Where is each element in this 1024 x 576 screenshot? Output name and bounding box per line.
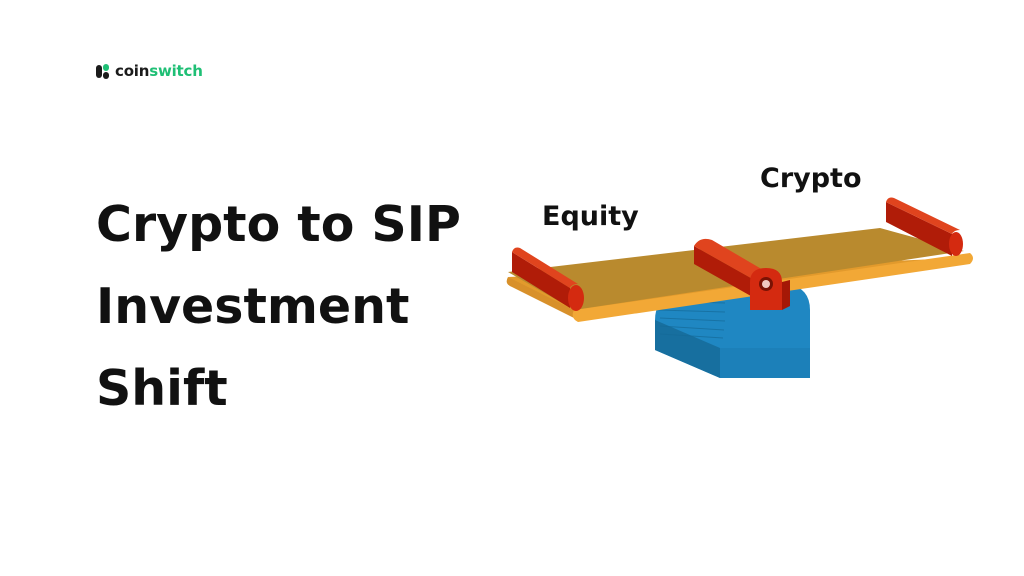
coinswitch-logo-icon	[96, 64, 109, 79]
brand-name: coinswitch	[115, 64, 203, 79]
seesaw-left-handle	[512, 247, 584, 311]
title-line-2: Investment	[96, 278, 410, 335]
seesaw-illustration	[500, 160, 980, 400]
title-line-3: Shift	[96, 360, 228, 417]
brand-name-part1: coin	[115, 62, 150, 80]
seesaw-center-handle	[694, 238, 770, 300]
page-title: Crypto to SIP Investment Shift	[96, 184, 516, 430]
equity-label: Equity	[542, 201, 639, 232]
seesaw-right-handle	[886, 197, 963, 256]
crypto-label: Crypto	[760, 163, 862, 194]
brand-name-part2: switch	[149, 62, 203, 80]
seesaw-icon	[506, 197, 973, 378]
seesaw-pivot	[750, 268, 790, 310]
brand-logo[interactable]: coinswitch	[96, 64, 203, 79]
title-line-1: Crypto to SIP	[96, 196, 461, 253]
